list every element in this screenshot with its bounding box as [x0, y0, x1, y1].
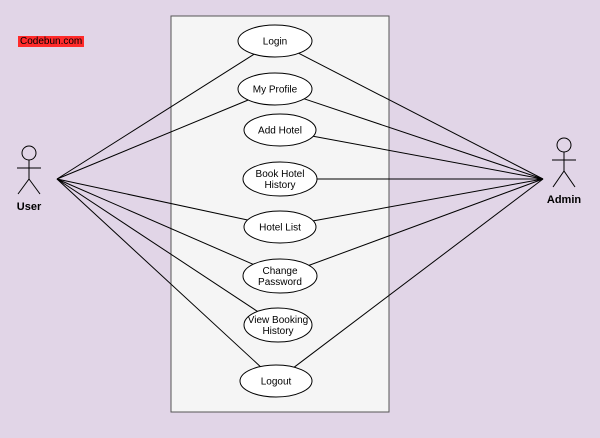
use-case-label: Password [258, 277, 302, 288]
association-admin-login [298, 52, 544, 180]
association-user-logout [56, 178, 261, 367]
use-case-logout: Logout [239, 364, 313, 398]
admin-actor-label: Admin [547, 194, 582, 206]
use-case-ellipse [243, 113, 317, 147]
user-actor-head [21, 145, 37, 161]
user-actor-right-leg [28, 178, 41, 195]
association-user-change-password [56, 178, 254, 265]
use-case-label: My Profile [253, 85, 298, 96]
use-case-ellipse [237, 72, 313, 106]
use-case-ellipse [243, 307, 313, 343]
use-case-my-profile: My Profile [237, 72, 313, 106]
use-case-label: Book Hotel [256, 169, 305, 180]
admin-actor-left-leg [552, 170, 565, 188]
use-case-login: Login [237, 24, 313, 58]
actor-admin: Admin [547, 137, 582, 206]
association-admin-change-password [308, 178, 544, 266]
use-case-hotel-list: Hotel List [243, 210, 317, 244]
association-admin-logout [293, 178, 544, 368]
actor-user: User [17, 145, 42, 213]
association-admin-add-hotel [313, 135, 544, 180]
use-case-ellipse [242, 258, 318, 294]
association-lines [56, 52, 544, 368]
use-case-ellipse [242, 161, 318, 197]
use-case-label: Add Hotel [258, 126, 302, 137]
use-case-ellipse [239, 364, 313, 398]
use-case-label: Hotel List [259, 223, 301, 234]
association-admin-hotel-list [313, 178, 544, 222]
association-user-my-profile [56, 99, 249, 180]
association-user-hotel-list [56, 178, 248, 221]
use-case-ellipse [237, 24, 313, 58]
codebun-watermark: Codebun.com [18, 36, 85, 47]
use-case-ellipse [243, 210, 317, 244]
user-actor-left-leg [17, 178, 30, 195]
user-actor-label: User [17, 201, 42, 213]
use-case-label: History [262, 326, 293, 337]
use-case-label: Change [262, 266, 297, 277]
use-case-label: History [264, 180, 295, 191]
use-case-label: Login [263, 37, 287, 48]
association-user-login [56, 53, 255, 180]
use-case-label: View Booking [248, 315, 308, 326]
admin-actor-right-leg [563, 170, 576, 188]
use-case-add-hotel: Add Hotel [243, 113, 317, 147]
use-case-label: Logout [261, 377, 292, 388]
association-user-view-booking-history [56, 178, 258, 312]
association-admin-my-profile [304, 98, 544, 180]
admin-actor-head [556, 137, 572, 153]
